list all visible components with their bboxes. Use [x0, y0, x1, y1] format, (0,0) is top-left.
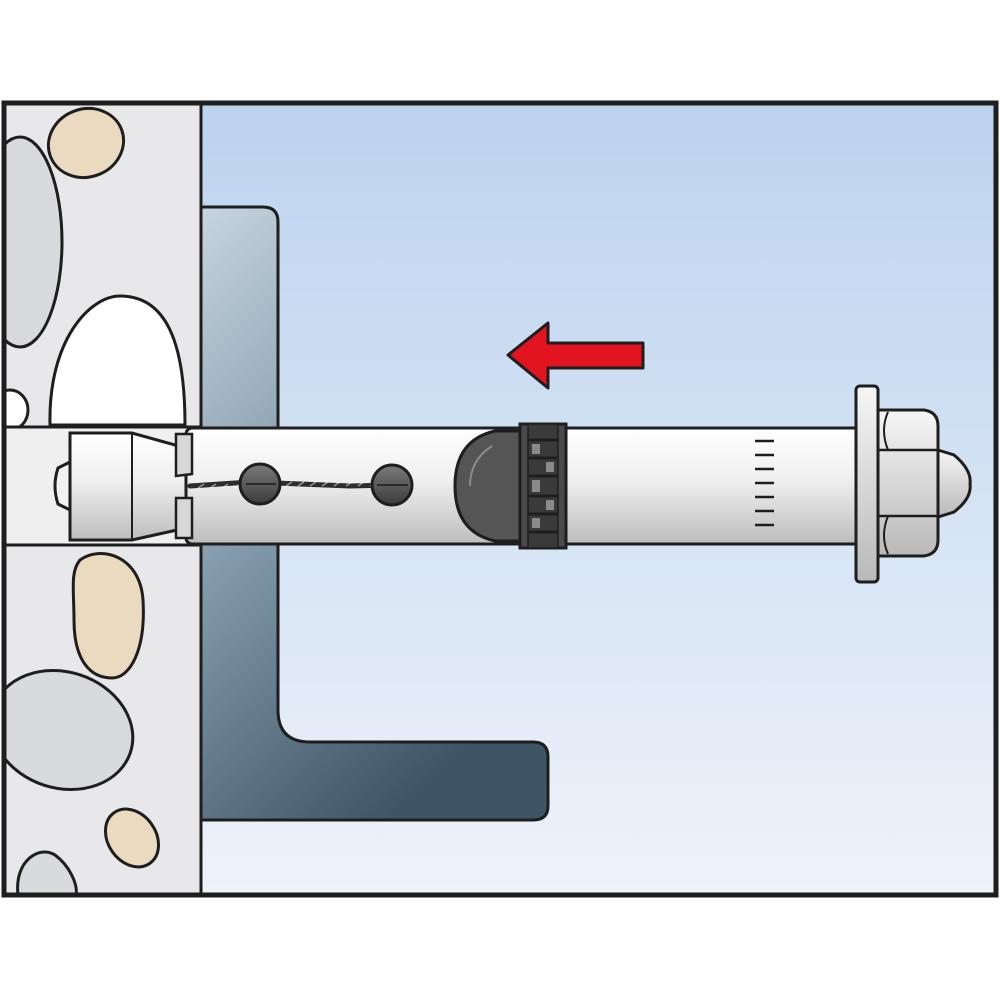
arrow-left-icon [506, 321, 645, 390]
pebble [103, 807, 161, 869]
pebble [4, 135, 64, 349]
anchor-bolt [53, 384, 972, 584]
plastic-collar-dome [453, 429, 522, 543]
pebble [4, 669, 135, 791]
pebble [16, 850, 78, 895]
pebble [71, 552, 145, 680]
diagram-frame [1, 100, 999, 898]
washer-icon [854, 384, 880, 584]
expansion-slot [174, 496, 194, 540]
hex-nut-icon [876, 408, 940, 558]
expansion-slot [174, 432, 194, 478]
anchor-cone [68, 431, 188, 542]
pebble [48, 294, 187, 427]
bolt-end [936, 447, 972, 520]
anchor-tip [53, 459, 72, 513]
depth-marks [755, 439, 774, 527]
ribbed-collar-ring [518, 422, 568, 550]
pebble [46, 107, 126, 179]
